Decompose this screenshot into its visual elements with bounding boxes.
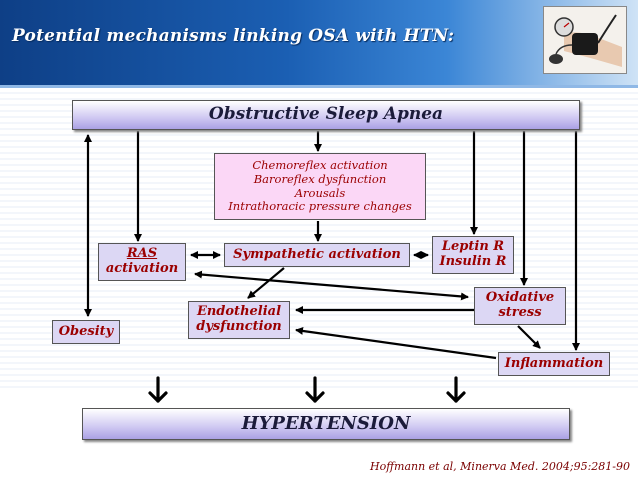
- ras-activation-box: RAS activation: [98, 243, 186, 281]
- down-arrow-left-icon: [148, 376, 168, 403]
- blood-pressure-photo: [543, 6, 627, 74]
- arrow-oxidative-to-inflammation: [517, 325, 541, 349]
- mechanism-item: Arousals: [294, 185, 346, 200]
- slide-title: Potential mechanisms linking OSA with HT…: [12, 26, 455, 46]
- mechanisms-box: Chemoreflex activation Baroreflex dysfun…: [214, 153, 426, 220]
- mechanism-item: Baroreflex dysfunction: [253, 171, 387, 186]
- sympathetic-activation-box: Sympathetic activation: [224, 243, 410, 267]
- osa-label: Obstructive Sleep Apnea: [208, 104, 444, 125]
- endothelial-dysfunction-box: Endothelial dysfunction: [188, 301, 290, 339]
- blood-pressure-cuff-icon: [544, 7, 626, 73]
- slide-header: Potential mechanisms linking OSA with HT…: [0, 0, 638, 88]
- sympathetic-label: Sympathetic activation: [233, 246, 401, 262]
- mechanism-item: Chemoreflex activation: [252, 157, 388, 172]
- arrow-ras-oxidative: [194, 270, 469, 301]
- inflammation-box: Inflammation: [498, 352, 610, 376]
- insulin-label: Insulin R: [439, 254, 507, 269]
- hypertension-label: HYPERTENSION: [241, 412, 411, 434]
- down-arrow-center-icon: [305, 376, 325, 403]
- mechanism-item: Intrathoracic pressure changes: [228, 199, 412, 214]
- arrow-sympathetic-to-endothelial: [247, 267, 285, 299]
- obesity-label: Obesity: [58, 323, 114, 339]
- leptin-insulin-box: Leptin R Insulin R: [432, 236, 514, 274]
- inflammation-label: Inflammation: [504, 355, 604, 371]
- ras-label-line2: activation: [105, 261, 179, 276]
- osa-box: Obstructive Sleep Apnea: [72, 100, 580, 130]
- endothelial-label-line2: dysfunction: [196, 319, 282, 334]
- hypertension-box: HYPERTENSION: [82, 408, 570, 440]
- leptin-label: Leptin R: [441, 239, 505, 255]
- arrow-inflammation-to-endothelial: [295, 327, 497, 360]
- obesity-box: Obesity: [52, 320, 120, 344]
- endothelial-label-line1: Endothelial: [196, 304, 282, 320]
- oxidative-label-line1: Oxidative: [485, 290, 555, 306]
- citation: Hoffmann et al, Minerva Med. 2004;95:281…: [370, 460, 630, 473]
- oxidative-stress-box: Oxidative stress: [474, 287, 566, 325]
- oxidative-label-line2: stress: [498, 305, 542, 320]
- ras-label-line1: RAS: [126, 246, 158, 262]
- down-arrow-right-icon: [446, 376, 466, 403]
